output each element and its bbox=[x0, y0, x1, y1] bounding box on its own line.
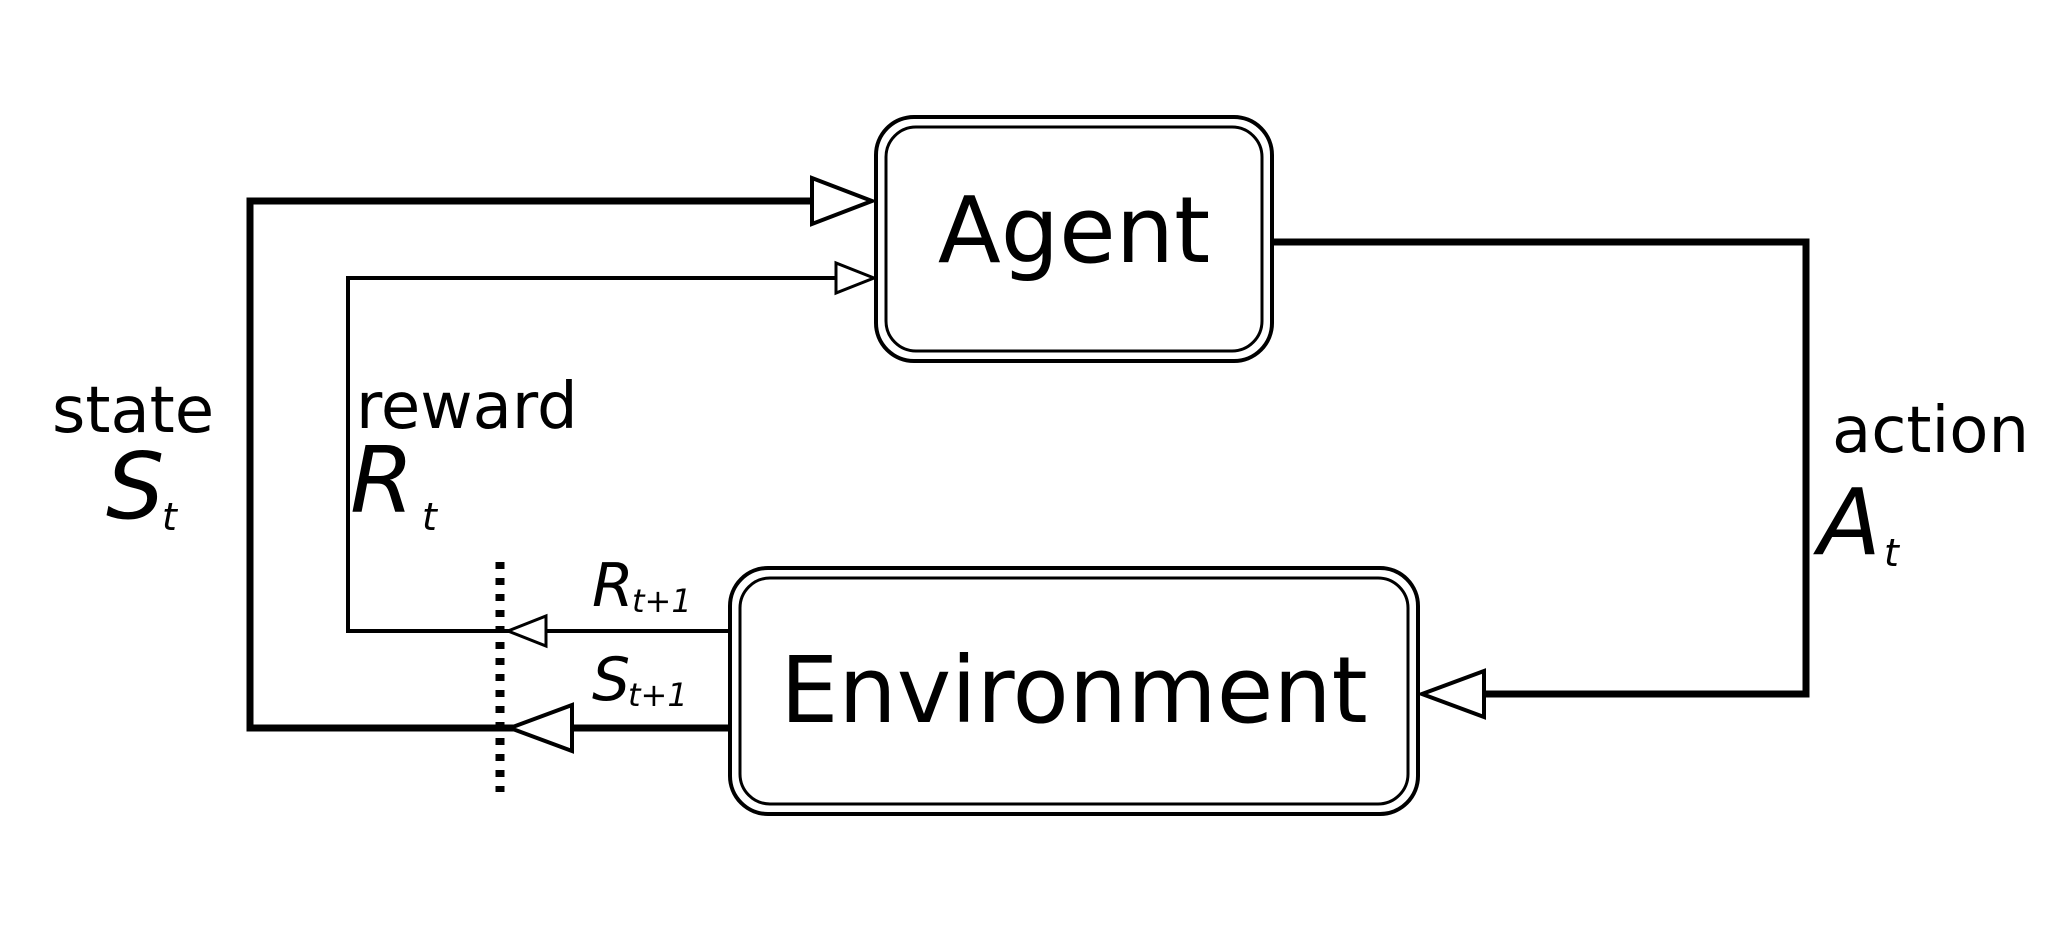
next-state-symbol: S bbox=[592, 645, 630, 715]
state-arrowhead-agent bbox=[810, 175, 878, 227]
state-subscript: t bbox=[162, 495, 179, 539]
agent-node: Agent bbox=[874, 115, 1274, 363]
action-symbol: A bbox=[1813, 469, 1881, 576]
next-state-label: S t+1 bbox=[592, 645, 688, 715]
reward-subscript: t bbox=[422, 495, 439, 539]
state-word: state bbox=[52, 374, 214, 448]
environment-box-outer bbox=[728, 566, 1420, 816]
next-reward-subscript: t+1 bbox=[632, 582, 692, 620]
next-reward-symbol: R bbox=[592, 551, 634, 621]
reward-word: reward bbox=[356, 370, 578, 444]
reward-edge: reward R t bbox=[346, 260, 879, 649]
state-arrowhead-env bbox=[504, 702, 574, 754]
state-line bbox=[246, 197, 812, 732]
action-arrowhead bbox=[1416, 668, 1486, 720]
action-word: action bbox=[1832, 394, 2029, 468]
reward-arrowhead-agent bbox=[834, 260, 879, 296]
state-symbol: S bbox=[106, 433, 164, 540]
agent-label: Agent bbox=[938, 177, 1210, 284]
reward-arrowhead-env bbox=[503, 613, 548, 649]
action-edge: action A t bbox=[1272, 238, 2029, 720]
next-state-subscript: t+1 bbox=[628, 676, 688, 714]
environment-label: Environment bbox=[780, 637, 1367, 744]
environment-box-inner bbox=[738, 576, 1410, 806]
action-line bbox=[1272, 238, 1810, 698]
agent-box-inner bbox=[884, 125, 1264, 353]
next-reward-label: R t+1 bbox=[592, 551, 692, 621]
action-subscript: t bbox=[1884, 531, 1901, 575]
state-edge: state S t bbox=[52, 175, 878, 754]
reward-symbol: R bbox=[350, 427, 414, 534]
environment-node: Environment bbox=[728, 566, 1420, 816]
